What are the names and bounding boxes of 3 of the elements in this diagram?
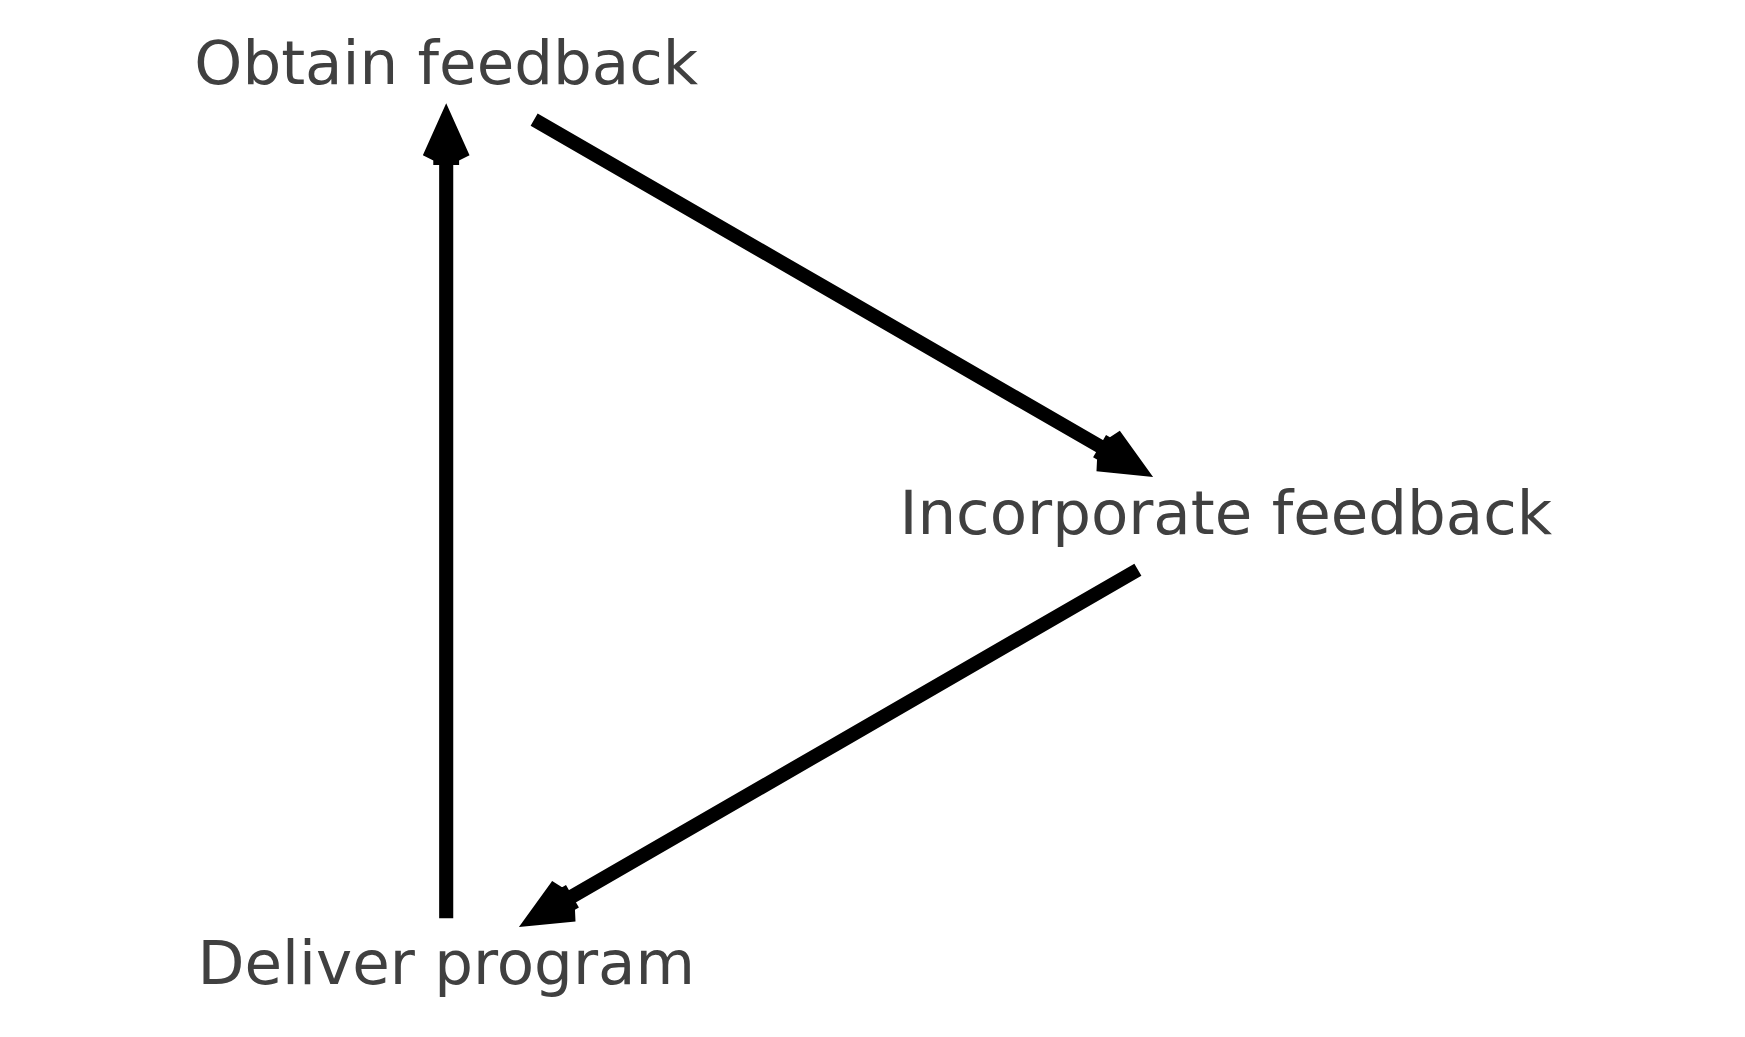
node-text: Incorporate feedback bbox=[898, 476, 1552, 548]
node-text: Deliver program bbox=[197, 926, 695, 998]
node-text: Obtain feedback bbox=[193, 26, 698, 98]
